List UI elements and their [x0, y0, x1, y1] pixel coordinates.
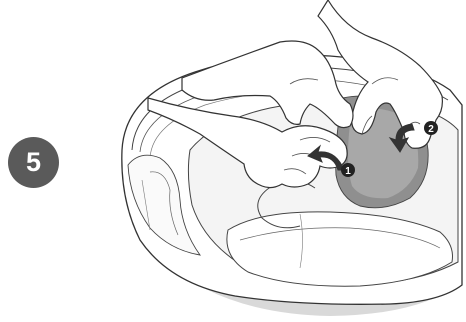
callout-1-label: 1: [345, 166, 351, 177]
callout-2-label: 2: [428, 124, 434, 135]
